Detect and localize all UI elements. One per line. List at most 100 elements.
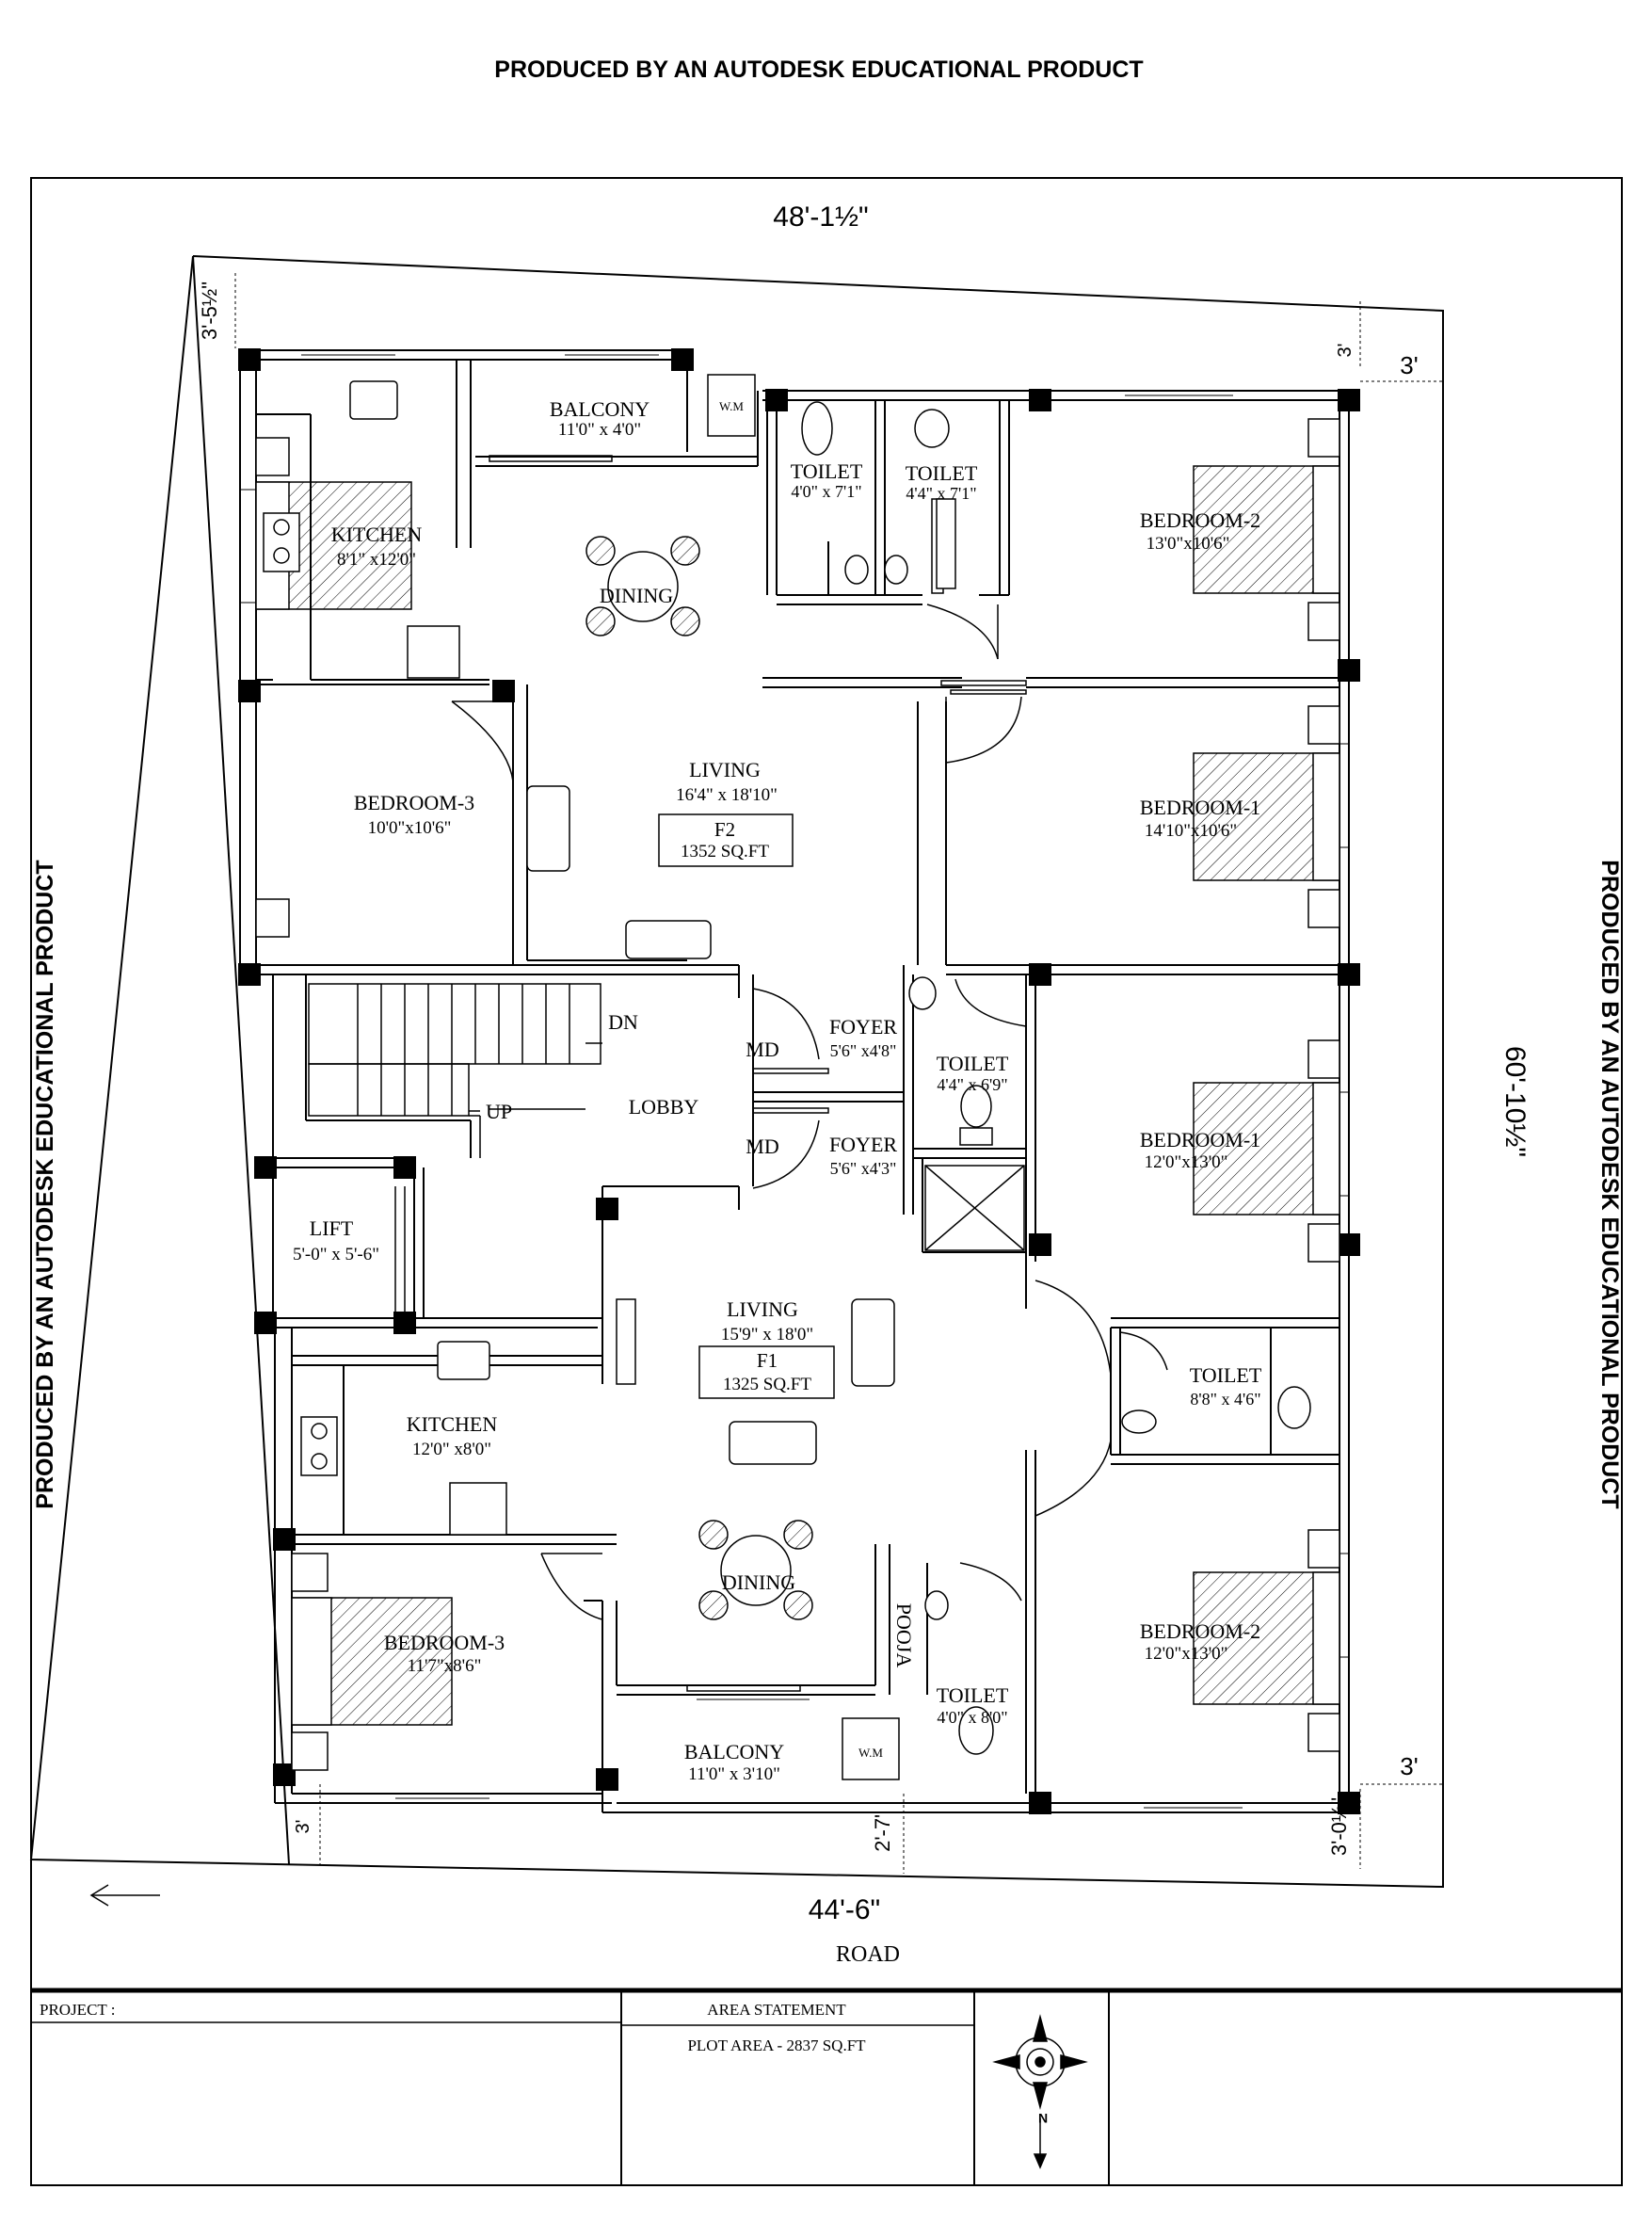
f2-kitchen-size: 8'1" x12'0" [337, 550, 416, 570]
sofa-icon [625, 920, 712, 959]
f2-living-label: LIVING [689, 758, 761, 781]
plot-area-label: PLOT AREA - 2837 SQ.FT [687, 2037, 866, 2054]
side-tables [255, 418, 1340, 1771]
dim-top: 48'-1½" [773, 201, 868, 233]
kitchen-fixtures [263, 374, 900, 1780]
f2-area-label: 1352 SQ.FT [681, 842, 769, 861]
wc-icon [1277, 1386, 1311, 1429]
f2-bedroom2-label: BEDROOM-2 [1140, 508, 1260, 532]
f2-wm-label: W.M [719, 399, 744, 413]
watermark-top: PRODUCED BY AN AUTODESK EDUCATIONAL PROD… [494, 56, 1143, 83]
f1-kitchen-label: KITCHEN [407, 1412, 498, 1436]
bed-icon [1312, 1571, 1340, 1705]
area-box-f2 [658, 813, 794, 867]
direction-arrow-icon [89, 1884, 160, 1907]
lift-shaft [394, 1186, 406, 1313]
f1-bedroom2-size: 12'0"x13'0" [1145, 1644, 1228, 1664]
fridge-icon [407, 625, 460, 679]
f2-bedroom3-size: 10'0"x10'6" [368, 818, 452, 838]
f1-balcony-size: 11'0" x 3'10" [688, 1764, 780, 1784]
columns [238, 348, 1360, 1814]
area-box-f1 [698, 1345, 835, 1399]
dim-top-right-a: 3' [1335, 344, 1355, 358]
f1-bedroom1-label: BEDROOM-1 [1140, 1128, 1260, 1151]
dim-bottom-left: 3' [293, 1820, 313, 1834]
watermark-left: PRODUCED BY AN AUTODESK EDUCATIONAL PROD… [32, 860, 58, 1508]
lift-size: 5'-0" x 5'-6" [293, 1245, 379, 1264]
f2-kitchen-label: KITCHEN [331, 523, 423, 546]
lift-label: LIFT [310, 1216, 354, 1240]
foyer-bottom-label: FOYER [829, 1133, 897, 1156]
watermark-right: PRODUCED BY AN AUTODESK EDUCATIONAL PROD… [1596, 860, 1623, 1508]
walls [239, 349, 1351, 1813]
foyer-top-label: FOYER [829, 1015, 897, 1038]
dim-top-left-offset: 3'-5½" [198, 282, 221, 340]
washing-machine-icon [842, 1717, 900, 1780]
main-door-top-label: MD [746, 1038, 778, 1061]
f2-toilet-a-label: TOILET [791, 459, 863, 483]
wc-icon [960, 1085, 992, 1128]
plot-boundary [29, 255, 1444, 1889]
road-label: ROAD [836, 1942, 900, 1967]
f2-bedroom3-label: BEDROOM-3 [354, 791, 474, 814]
sink-icon [349, 380, 398, 420]
sofa-icon [851, 1298, 895, 1387]
f2-balcony-size: 11'0" x 4'0" [558, 420, 641, 440]
bed-icon [1312, 1082, 1340, 1216]
washbasin-icon [844, 555, 869, 585]
f1-area-label: 1325 SQ.FT [723, 1375, 811, 1394]
sofa-icon [526, 785, 570, 872]
f1-flat-label: F1 [757, 1349, 778, 1372]
washbasin-icon [1121, 1409, 1157, 1434]
wc-icon [914, 409, 950, 448]
project-label: PROJECT : [40, 2001, 115, 2019]
f1-living-label: LIVING [727, 1297, 798, 1321]
lobby-label: LOBBY [629, 1095, 699, 1119]
sliding-doors [489, 455, 1027, 1692]
f1-toilet-b-size: 4'0" x 8'0" [937, 1708, 1007, 1727]
f2-balcony-label: BALCONY [550, 397, 650, 421]
stair-down-label: DN [608, 1010, 638, 1034]
washing-machine-icon [707, 374, 756, 437]
f1-bedroom1-size: 12'0"x13'0" [1145, 1152, 1228, 1172]
dining-table-icon [585, 536, 813, 1620]
north-compass-icon [992, 2014, 1088, 2169]
dim-top-right-b: 3' [1400, 351, 1418, 379]
f2-bedroom1-size: 14'10"x10'6" [1145, 821, 1237, 841]
sheet-border [30, 177, 1623, 2186]
windows [240, 349, 1349, 1809]
f1-toilet-b-label: TOILET [937, 1683, 1009, 1707]
wc-icon [958, 1706, 994, 1755]
f2-toilet-a-size: 4'0" x 7'1" [791, 482, 861, 501]
duct-box [924, 1165, 1025, 1251]
sink-icon [437, 1341, 490, 1380]
f1-kitchen-size: 12'0" x8'0" [412, 1440, 491, 1459]
washbasin-icon [924, 1590, 949, 1620]
core-toilet-size: 4'4" x 6'9" [937, 1075, 1007, 1094]
f1-toilet-a-size: 8'8" x 4'6" [1190, 1390, 1260, 1409]
sofa-icons [526, 498, 956, 1465]
core-toilet-label: TOILET [937, 1052, 1009, 1075]
dim-right: 60'-10½" [1500, 1046, 1531, 1157]
sofa-icon [729, 1421, 817, 1465]
stair-up-label: UP [486, 1100, 512, 1123]
fridge-icon [449, 1482, 507, 1536]
main-door-bottom-label: MD [746, 1135, 778, 1158]
bed-icon [1312, 465, 1340, 594]
f2-bedroom1-label: BEDROOM-1 [1140, 796, 1260, 819]
f2-toilet-b-size: 4'4" x 7'1" [906, 484, 976, 503]
f2-living-size: 16'4" x 18'10" [676, 785, 778, 805]
toilet-fixtures [801, 401, 1311, 1755]
area-statement-label: AREA STATEMENT [707, 2001, 846, 2019]
f1-dining-label: DINING [722, 1570, 795, 1594]
bed-icon [1312, 752, 1340, 881]
f1-toilet-a-label: TOILET [1190, 1363, 1262, 1387]
f1-pooja-label: POOJA [892, 1603, 916, 1668]
dim-bottom-mid: 2'-7" [871, 1811, 894, 1852]
f1-living-size: 15'9" x 18'0" [721, 1325, 813, 1344]
staircase [308, 983, 602, 1158]
north-label: N [1038, 2111, 1048, 2126]
washbasin-icon [908, 976, 937, 1010]
door-swings [451, 604, 1168, 1620]
